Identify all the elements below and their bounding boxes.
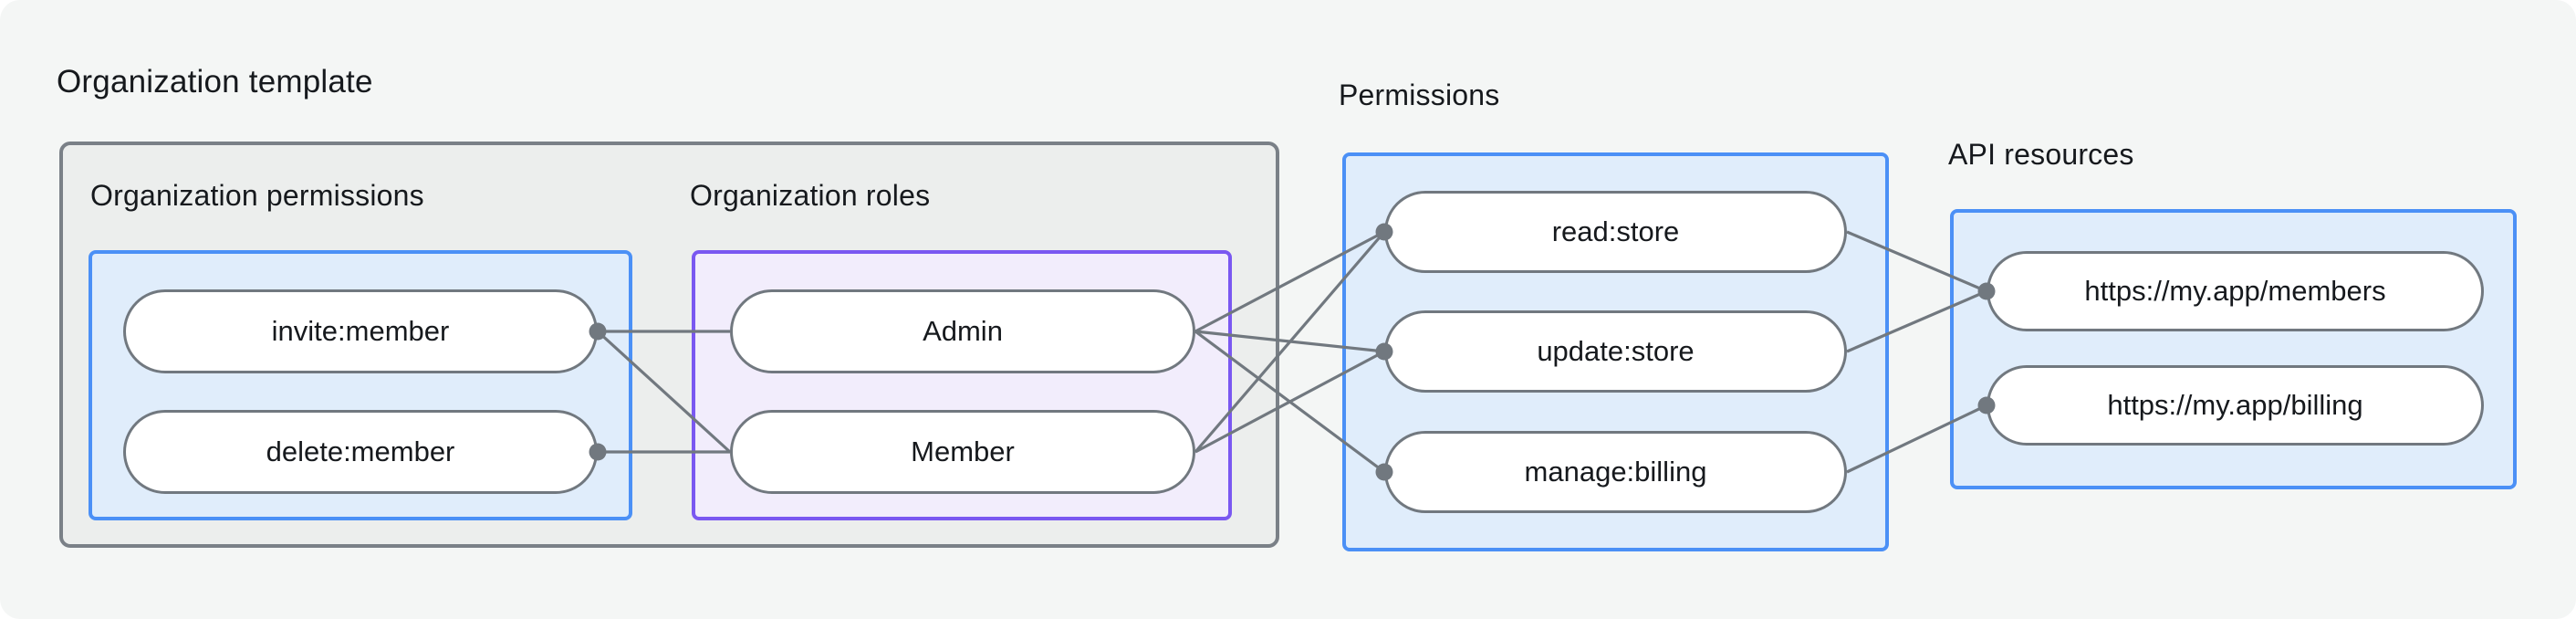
node-update-store-label: update:store (1537, 335, 1695, 367)
node-update-store: update:store (1384, 310, 1847, 393)
node-manage-billing-label: manage:billing (1524, 456, 1707, 488)
node-admin: Admin (730, 289, 1195, 373)
permissions-box: read:store update:store manage:billing (1342, 152, 1889, 551)
org-permissions-box: invite:member delete:member (89, 250, 632, 520)
node-members-api-label: https://my.app/members (2084, 275, 2386, 307)
node-read-store: read:store (1384, 191, 1847, 273)
node-delete-member-label: delete:member (266, 435, 455, 467)
node-read-store-label: read:store (1551, 215, 1680, 247)
node-member-label: Member (911, 435, 1015, 467)
node-billing-api-label: https://my.app/billing (2107, 389, 2363, 421)
node-manage-billing: manage:billing (1384, 431, 1847, 513)
node-billing-api: https://my.app/billing (1987, 365, 2484, 446)
node-members-api: https://my.app/members (1987, 251, 2484, 331)
node-admin-label: Admin (923, 315, 1003, 347)
api-resources-heading: API resources (1948, 138, 2134, 171)
node-delete-member: delete:member (123, 410, 598, 494)
node-member: Member (730, 410, 1195, 494)
org-permissions-heading: Organization permissions (90, 179, 424, 212)
permissions-heading: Permissions (1339, 79, 1500, 111)
page-title: Organization template (57, 64, 373, 100)
org-roles-box: Admin Member (692, 250, 1232, 520)
node-invite-member-label: invite:member (271, 315, 450, 347)
api-resources-box: https://my.app/members https://my.app/bi… (1950, 209, 2517, 489)
node-invite-member: invite:member (123, 289, 598, 373)
org-roles-heading: Organization roles (690, 179, 931, 212)
